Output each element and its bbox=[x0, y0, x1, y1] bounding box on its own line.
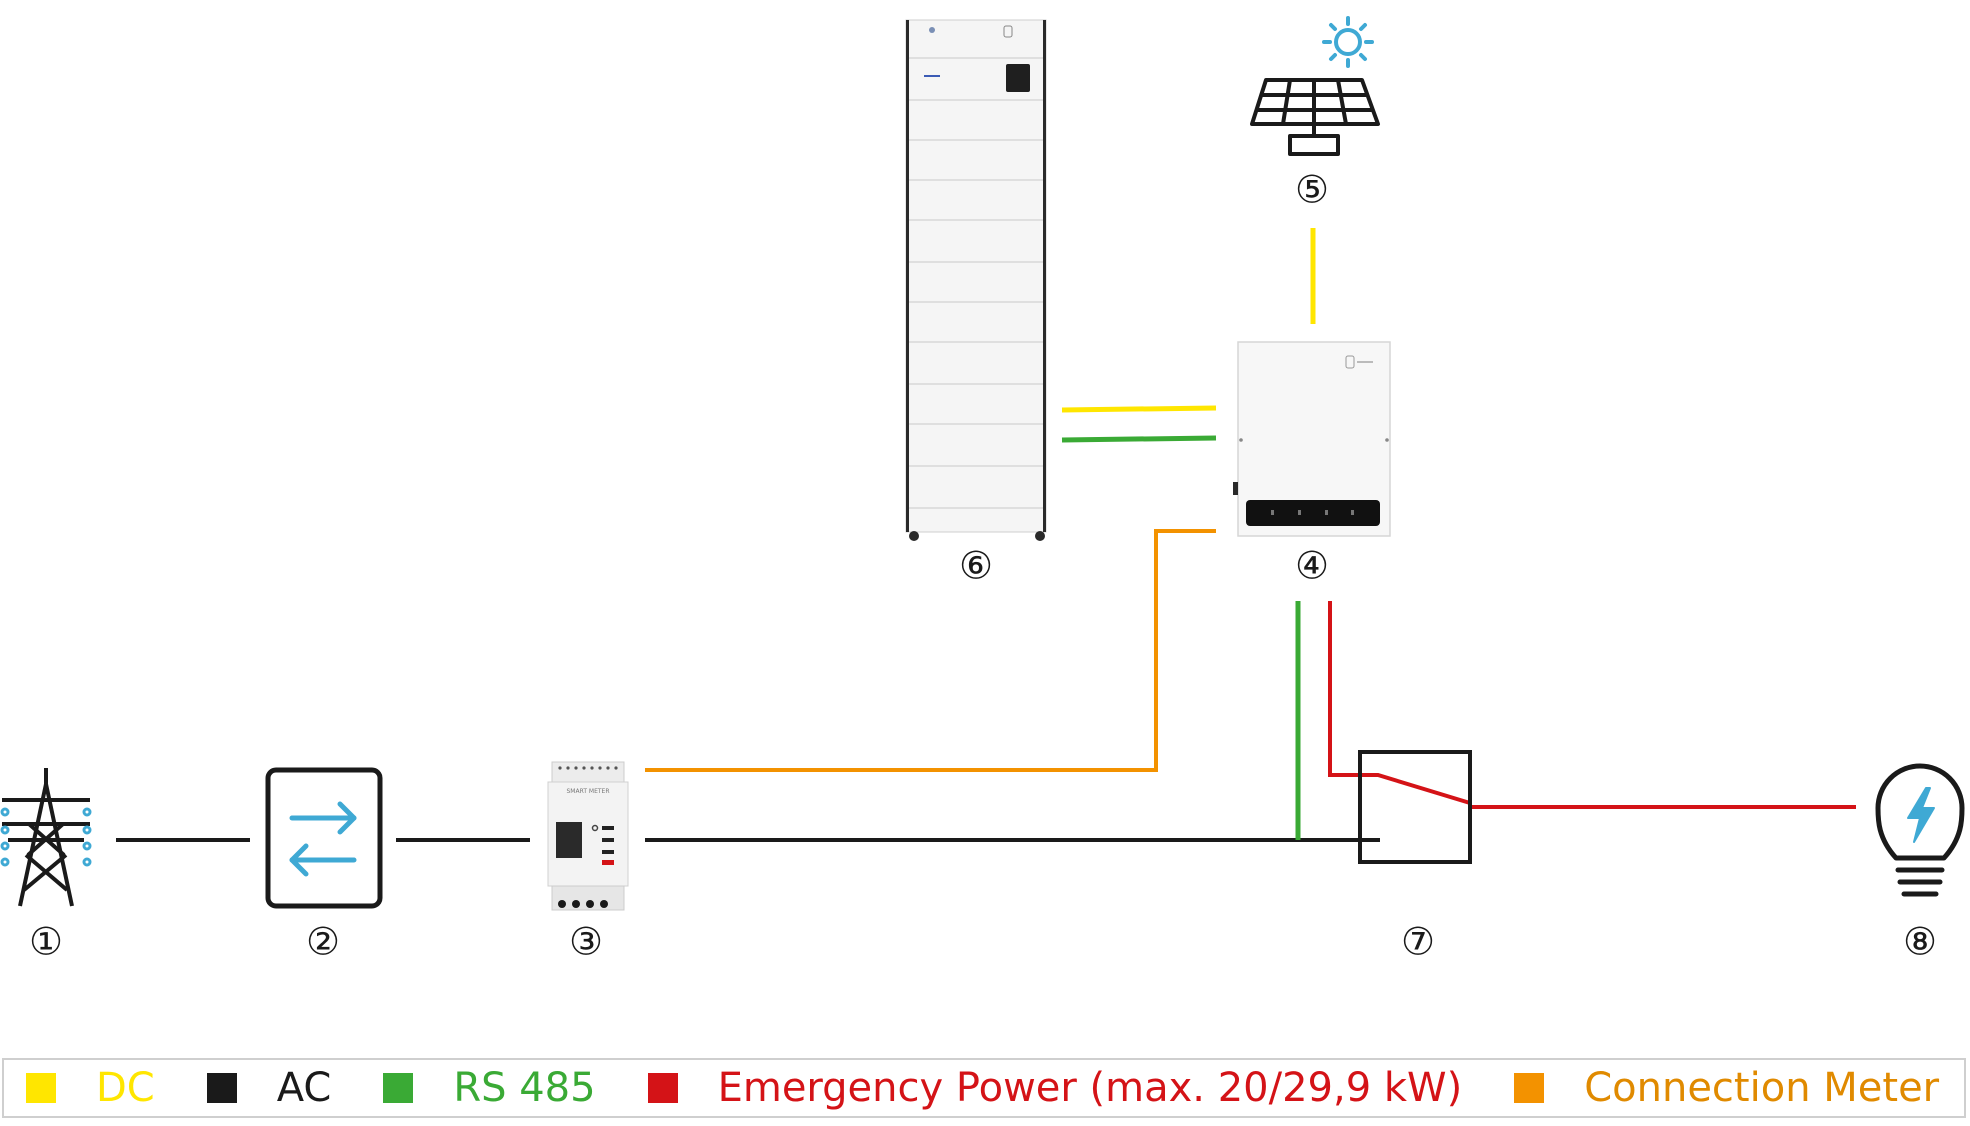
insulator-dots bbox=[0, 807, 92, 867]
legend-label-emergency-power: Emergency Power (max. 20/29,9 kW) bbox=[717, 1065, 1463, 1111]
dc-line-battery-to-inverter bbox=[1061, 405, 1217, 413]
label-number-2: ② bbox=[306, 920, 340, 964]
legend-label-ac: AC bbox=[276, 1065, 332, 1111]
sun-icon bbox=[1322, 16, 1374, 68]
label-number-7: ⑦ bbox=[1401, 920, 1435, 964]
switch-box-icon bbox=[1358, 750, 1472, 864]
label-number-6: ⑥ bbox=[959, 544, 993, 588]
battery-tower-icon bbox=[905, 19, 1047, 541]
smart-meter-icon: SMART METER bbox=[547, 761, 629, 911]
legend-item-ac: AC bbox=[206, 1065, 332, 1111]
label-number-8: ⑧ bbox=[1903, 920, 1937, 964]
legend-swatch-rs485 bbox=[383, 1073, 414, 1103]
emergency-line-inverter bbox=[1328, 601, 1471, 805]
legend-swatch-connection-meter bbox=[1514, 1073, 1545, 1103]
legend-swatch-dc bbox=[26, 1073, 56, 1103]
legend-item-emergency-power: Emergency Power (max. 20/29,9 kW) bbox=[647, 1065, 1463, 1111]
legend-label-connection-meter: Connection Meter bbox=[1584, 1065, 1940, 1111]
solar-panel-icon bbox=[1250, 16, 1380, 156]
meter-line bbox=[645, 529, 1216, 772]
legend-swatch-ac bbox=[206, 1073, 237, 1103]
bidirectional-arrows-icon bbox=[265, 767, 383, 909]
label-number-5: ⑤ bbox=[1295, 168, 1329, 212]
power-pylon-icon bbox=[0, 768, 92, 907]
legend-item-rs485: RS 485 bbox=[383, 1065, 596, 1111]
legend: DC AC RS 485 Emergency Power (max. 20/29… bbox=[2, 1058, 1966, 1118]
legend-item-dc: DC bbox=[26, 1065, 155, 1111]
inverter-icon bbox=[1233, 341, 1391, 537]
label-number-4: ④ bbox=[1295, 544, 1329, 588]
smart-meter-device-label: SMART METER bbox=[567, 788, 610, 795]
label-number-3: ③ bbox=[569, 920, 603, 964]
legend-label-dc: DC bbox=[96, 1065, 155, 1111]
light-bulb-icon bbox=[1875, 763, 1965, 897]
rs485-line-battery-to-inverter bbox=[1061, 435, 1217, 443]
legend-swatch-emergency-power bbox=[647, 1073, 678, 1103]
label-number-1: ① bbox=[29, 920, 63, 964]
legend-item-connection-meter: Connection Meter bbox=[1514, 1065, 1939, 1111]
legend-label-rs485: RS 485 bbox=[453, 1065, 596, 1111]
connection-lines bbox=[116, 228, 1856, 842]
